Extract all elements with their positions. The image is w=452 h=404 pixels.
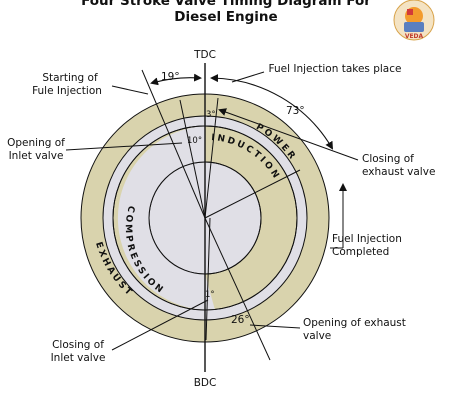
angle-exhaust-opening: 26° bbox=[231, 314, 250, 326]
svg-text:Opening of exhaust: Opening of exhaust bbox=[303, 317, 406, 329]
angle-inlet-closing: 1° bbox=[205, 290, 215, 300]
svg-text:Fuel Injection: Fuel Injection bbox=[332, 233, 402, 245]
bdc-label: BDC bbox=[194, 377, 217, 389]
svg-text:valve: valve bbox=[303, 330, 331, 342]
leader-closing-inlet-valve bbox=[111, 299, 209, 351]
svg-text:exhaust valve: exhaust valve bbox=[362, 166, 435, 178]
leader-opening-exhaust-valve bbox=[249, 324, 301, 329]
arc-19-deg bbox=[150, 73, 202, 86]
svg-text:Closing of: Closing of bbox=[362, 153, 414, 165]
label-starting-fuel-injection: Starting of Fule Injection bbox=[32, 72, 102, 97]
diagram-subtitle: Diesel Engine bbox=[174, 9, 278, 25]
tdc-label: TDC bbox=[193, 49, 216, 61]
leader-opening-inlet-valve bbox=[65, 142, 183, 151]
svg-text:Fuel Injection takes place: Fuel Injection takes place bbox=[269, 63, 402, 75]
angle-fuel-injection-start: 19° bbox=[161, 71, 180, 83]
svg-text:Opening of: Opening of bbox=[7, 137, 65, 149]
leader-fuel-injection-takes-place bbox=[231, 71, 265, 83]
svg-text:Inlet valve: Inlet valve bbox=[51, 352, 106, 364]
svg-text:Fule Injection: Fule Injection bbox=[32, 85, 102, 97]
compression-region bbox=[117, 126, 215, 311]
line-inlet-closing bbox=[205, 217, 211, 341]
label-opening-exhaust-valve: Opening of exhaust valve bbox=[303, 317, 406, 342]
svg-text:Starting of: Starting of bbox=[42, 72, 98, 84]
arc-73-deg bbox=[210, 74, 334, 150]
logo-text: VEDA bbox=[405, 33, 424, 40]
svg-text:Inlet valve: Inlet valve bbox=[9, 150, 64, 162]
svg-text:Completed: Completed bbox=[332, 246, 389, 258]
label-opening-inlet-valve: Opening of Inlet valve bbox=[7, 137, 65, 162]
label-fuel-injection-takes-place: Fuel Injection takes place bbox=[269, 63, 402, 75]
angle-fuel-injection-duration: 73° bbox=[286, 105, 305, 117]
label-closing-exhaust-valve: Closing of exhaust valve bbox=[362, 153, 435, 178]
line-inlet-opening bbox=[179, 99, 206, 219]
label-fuel-injection-completed: Fuel Injection Completed bbox=[332, 233, 402, 258]
angle-exhaust-closing: 3° bbox=[206, 110, 216, 120]
diagram-title: Four Stroke Valve Timing Diagram For bbox=[81, 0, 371, 9]
veda-logo: VEDA bbox=[393, 0, 435, 41]
line-exhaust-opening bbox=[204, 217, 271, 361]
leader-closing-exhaust-valve bbox=[218, 108, 359, 161]
angle-inlet-opening: 10° bbox=[187, 136, 202, 146]
leader-starting-fuel-injection bbox=[111, 85, 149, 95]
svg-text:Closing of: Closing of bbox=[52, 339, 104, 351]
line-fuel-injection-end bbox=[204, 169, 301, 219]
label-closing-inlet-valve: Closing of Inlet valve bbox=[51, 339, 106, 364]
